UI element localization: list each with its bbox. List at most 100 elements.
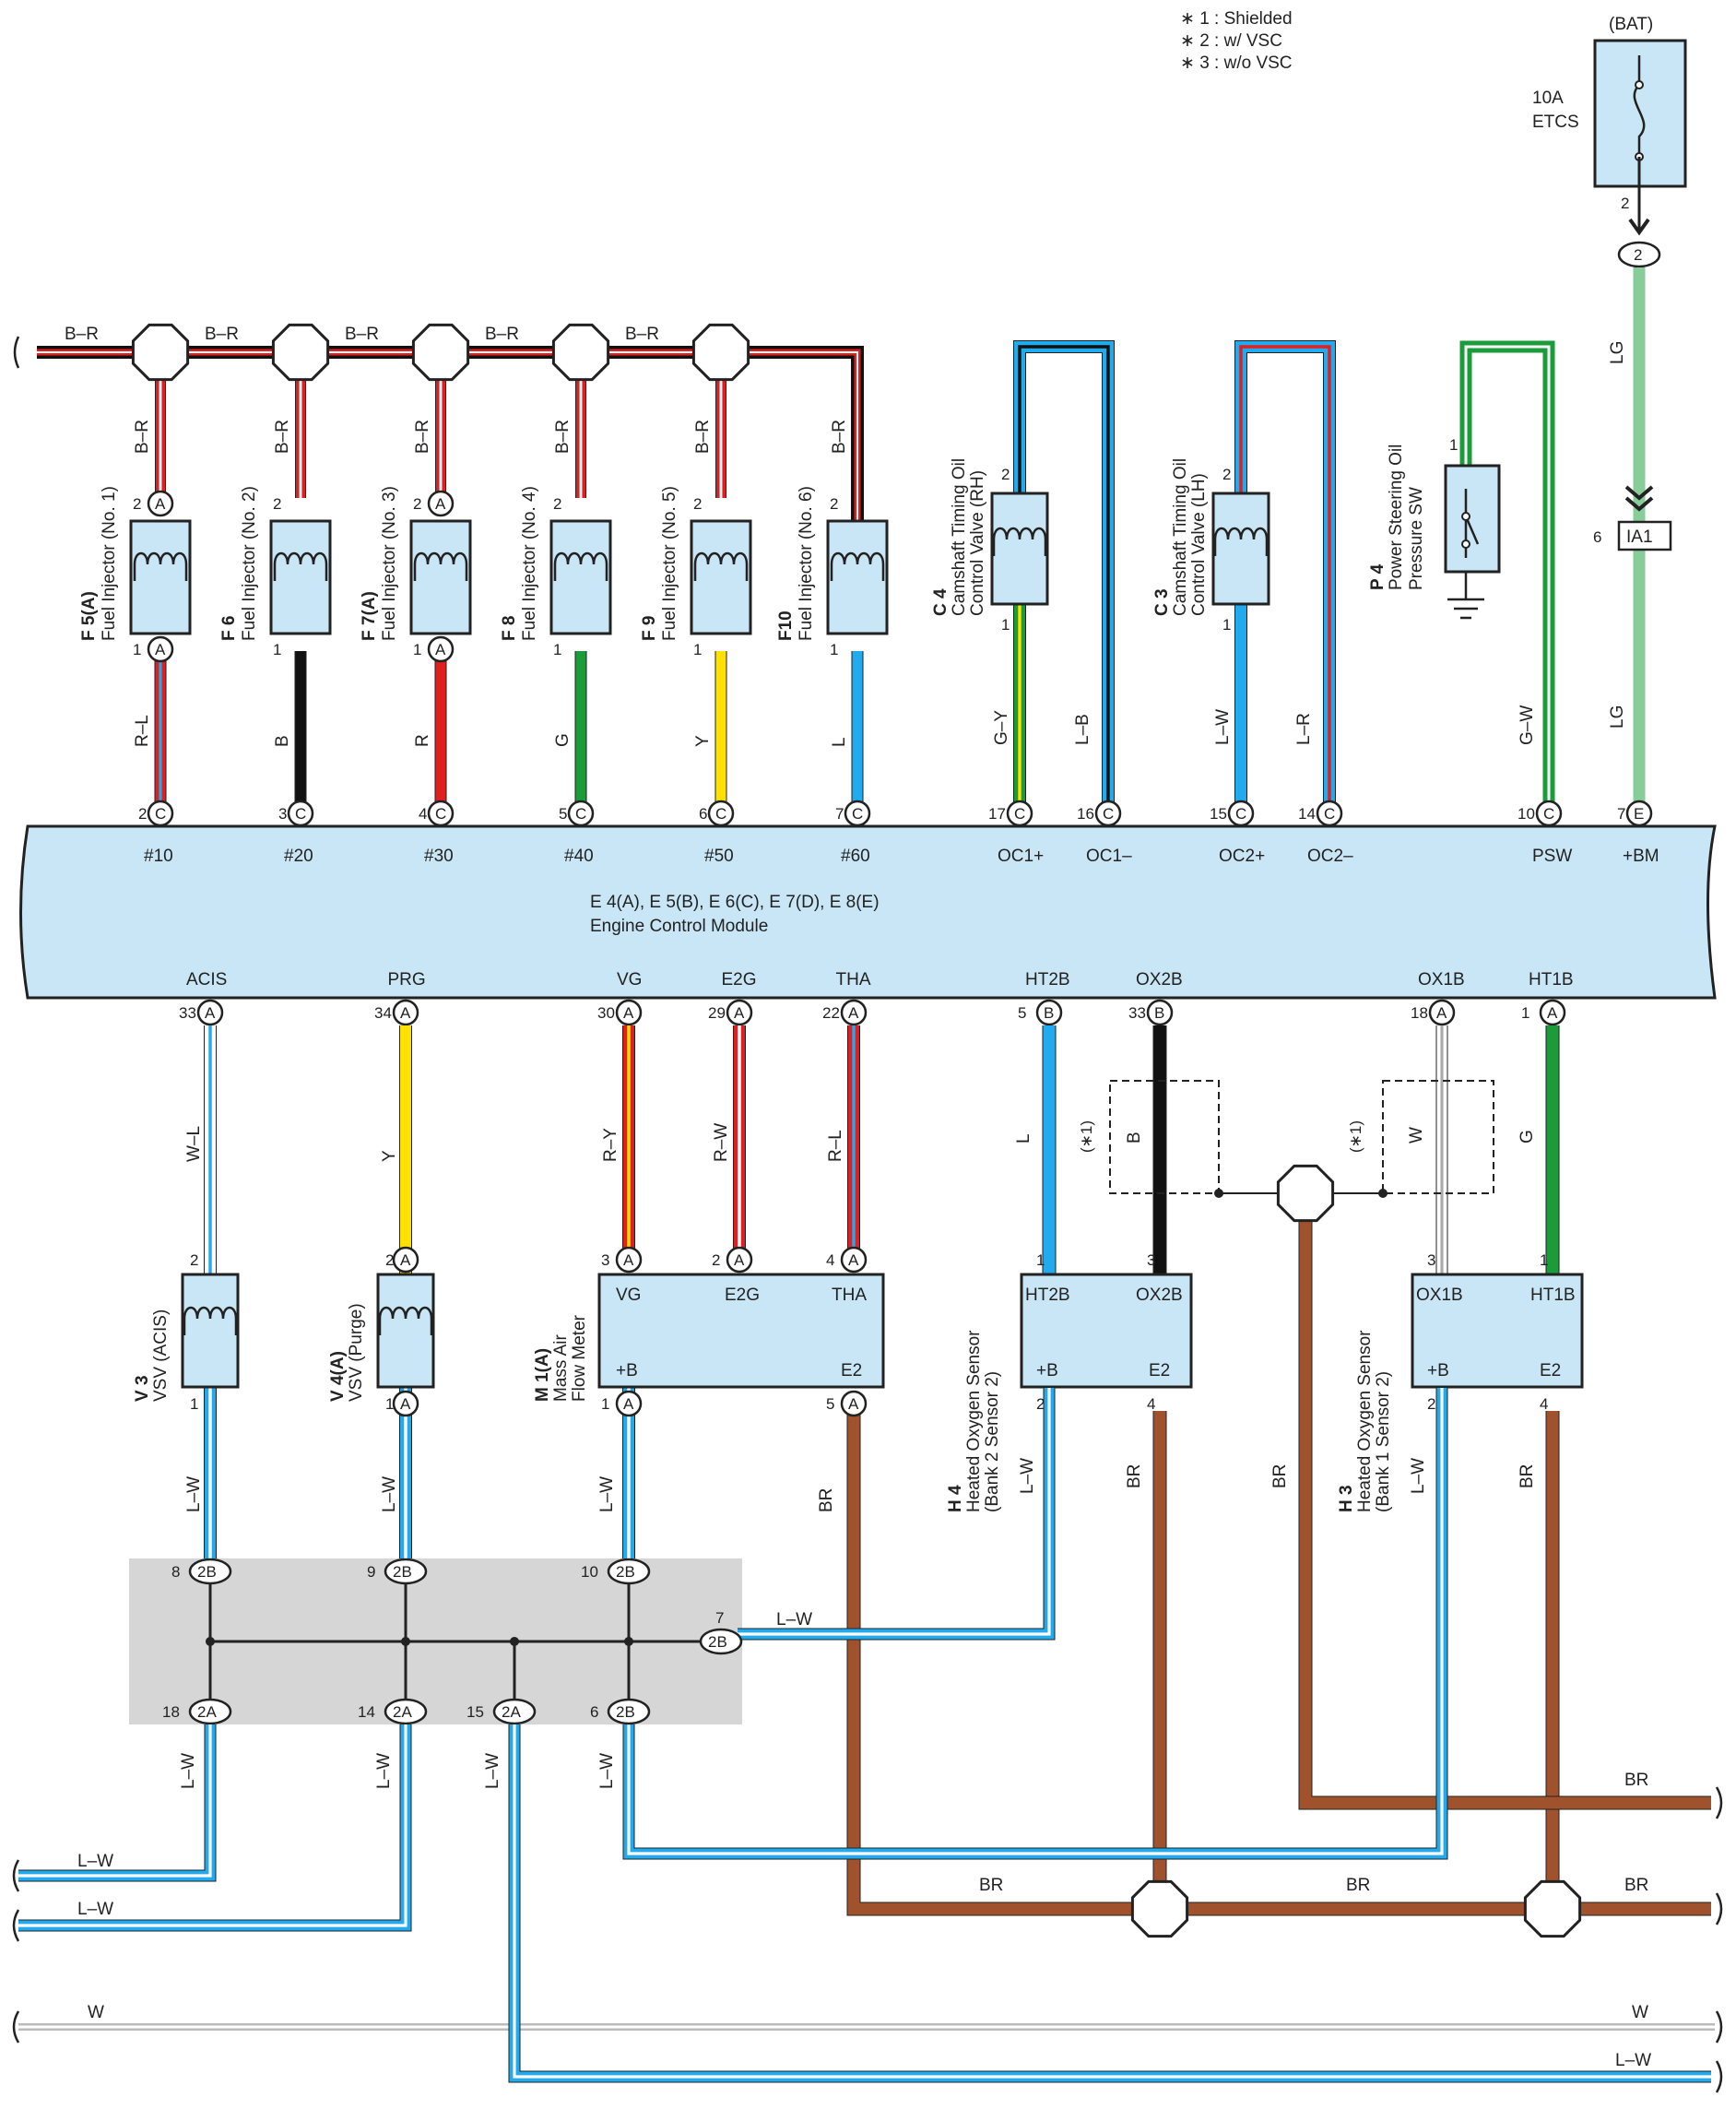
lg-label-top: LG <box>1608 341 1627 364</box>
svg-text:Flow Meter: Flow Meter <box>570 1314 589 1402</box>
ecm-top-pin-#10: C2#10 <box>138 800 174 866</box>
injector-1-pin-top: A <box>147 490 174 517</box>
svg-text:A: A <box>400 1004 411 1022</box>
svg-text:R–L: R–L <box>133 715 152 747</box>
svg-text:L–W: L–W <box>374 1753 394 1789</box>
svg-text:OX1B: OX1B <box>1418 970 1465 989</box>
svg-text:L: L <box>1014 1133 1033 1143</box>
svg-text:1: 1 <box>190 1395 198 1413</box>
svg-text:THA: THA <box>836 970 871 989</box>
svg-text:2: 2 <box>190 1251 198 1269</box>
ecm-bottom-pin-circle: A <box>1428 999 1456 1026</box>
svg-text:C: C <box>1324 805 1335 823</box>
svg-text:F 6: F 6 <box>219 616 239 641</box>
svg-text:Fuel Injector (No. 5): Fuel Injector (No. 5) <box>660 486 679 641</box>
svg-text:L–W: L–W <box>597 1753 617 1789</box>
maf-pin-THA: A <box>840 1246 868 1274</box>
svg-text:R: R <box>413 734 432 747</box>
svg-text:3: 3 <box>601 1251 609 1269</box>
svg-text:2B: 2B <box>393 1563 412 1581</box>
svg-text:L–W: L–W <box>776 1610 812 1629</box>
svg-text:A: A <box>205 1004 216 1022</box>
svg-text:1: 1 <box>1540 1251 1548 1269</box>
legend-item-3: ∗ 3 : w/o VSC <box>1180 53 1293 73</box>
fuse-rating: 10A <box>1532 89 1564 108</box>
svg-text:Fuel Injector (No. 6): Fuel Injector (No. 6) <box>797 486 816 641</box>
svg-text:ACIS: ACIS <box>186 970 227 989</box>
power-steering-switch: 1 P 4 Power Steering Oil Pressure SW G–W <box>1368 340 1555 802</box>
maf-pin-e2: A <box>840 1390 868 1417</box>
svg-text:BR: BR <box>1270 1464 1290 1488</box>
svg-text:R–Y: R–Y <box>601 1128 620 1162</box>
bus-junction-4 <box>551 323 610 382</box>
legend: ∗ 1 : Shielded ∗ 2 : w/ VSC ∗ 3 : w/o VS… <box>1180 9 1293 73</box>
ecm-subtitle: Engine Control Module <box>590 917 768 936</box>
vsv-pin-bot: A <box>392 1390 419 1417</box>
svg-text:+B: +B <box>1036 1361 1058 1380</box>
svg-text:E: E <box>1634 805 1644 823</box>
svg-text:33: 33 <box>179 1004 196 1022</box>
svg-text:2: 2 <box>712 1251 720 1269</box>
svg-text:Mass Air: Mass Air <box>551 1333 571 1402</box>
svg-text:2: 2 <box>830 495 838 513</box>
svg-text:G: G <box>553 733 573 747</box>
svg-text:R–L: R–L <box>826 1130 845 1162</box>
fuse-etcs: (BAT) 10A ETCS 2 2 <box>1532 15 1687 268</box>
svg-text:2: 2 <box>693 495 702 513</box>
svg-text:14: 14 <box>1298 805 1316 823</box>
svg-text:#40: #40 <box>564 847 594 866</box>
svg-text:VSV (ACIS): VSV (ACIS) <box>151 1309 171 1402</box>
svg-text:F 5(A): F 5(A) <box>79 591 99 641</box>
bus-junction-2 <box>271 323 330 382</box>
svg-text:#10: #10 <box>144 847 173 866</box>
svg-text:C: C <box>1543 805 1554 823</box>
svg-text:L–W: L–W <box>184 1476 204 1512</box>
ecm-top-pin-circle: C <box>147 800 174 827</box>
ps-name2: Pressure SW <box>1407 487 1426 590</box>
legend-item-2: ∗ 2 : w/ VSC <box>1180 31 1282 51</box>
ecm-top-pin-circle: C <box>1006 800 1033 827</box>
svg-text:A: A <box>734 1004 745 1022</box>
svg-text:2B: 2B <box>197 1563 217 1581</box>
ecm-top-pin-circle: C <box>707 800 735 827</box>
svg-text:2: 2 <box>133 495 141 513</box>
svg-text:+BM: +BM <box>1623 847 1659 866</box>
ps-wire: G–W <box>1518 705 1537 745</box>
svg-text:15: 15 <box>1210 805 1227 823</box>
svg-text:B–R: B–R <box>413 420 432 454</box>
svg-text:34: 34 <box>374 1004 392 1022</box>
svg-text:Control Valve (RH): Control Valve (RH) <box>968 470 987 616</box>
svg-text:1: 1 <box>133 641 141 658</box>
ecm-bottom-pin-circle: A <box>840 999 868 1026</box>
svg-text:B: B <box>273 735 292 747</box>
svg-text:5: 5 <box>559 805 567 823</box>
svg-text:(∗1): (∗1) <box>1078 1120 1095 1153</box>
svg-text:PSW: PSW <box>1532 847 1572 866</box>
svg-text:Y: Y <box>693 735 713 747</box>
svg-text:HT2B: HT2B <box>1025 970 1070 989</box>
svg-text:B: B <box>1044 1004 1054 1022</box>
svg-text:C 4: C 4 <box>931 588 951 616</box>
svg-text:14: 14 <box>358 1703 375 1721</box>
w-label-right: W <box>1632 2003 1648 2022</box>
svg-text:18: 18 <box>162 1703 180 1721</box>
svg-text:(∗1): (∗1) <box>1347 1120 1364 1153</box>
svg-text:2B: 2B <box>616 1563 635 1581</box>
svg-text:2A: 2A <box>393 1703 412 1721</box>
ecm-top-pin-+BM: E7+BM <box>1617 800 1659 866</box>
lg-wire: LG LG IA1 6 <box>1593 267 1672 802</box>
svg-text:1: 1 <box>1521 1004 1529 1022</box>
svg-text:L: L <box>830 737 849 747</box>
ia1-pin: 6 <box>1593 528 1601 546</box>
ecm-bottom-pin-circle: B <box>1035 999 1063 1026</box>
ecm-top-pin-#50: C6#50 <box>699 800 735 866</box>
svg-text:B–R: B–R <box>830 420 849 454</box>
engine-control-module: E 4(A), E 5(B), E 6(C), E 7(D), E 8(E) E… <box>19 824 1717 1000</box>
